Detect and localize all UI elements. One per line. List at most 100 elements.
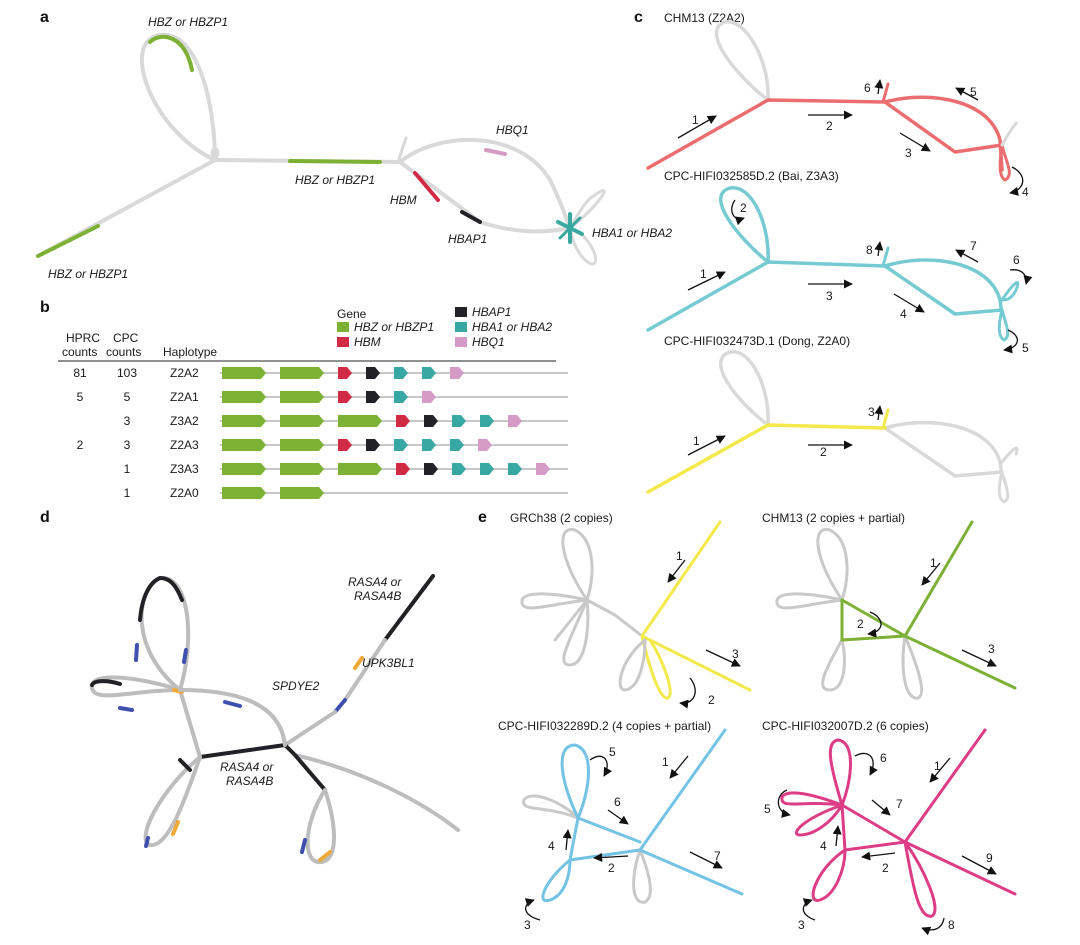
e3-step-1: 1 bbox=[662, 755, 669, 769]
c2-arrow-8 bbox=[874, 241, 884, 257]
e2-arrow-2 bbox=[867, 611, 882, 638]
e4-arrow-7 bbox=[871, 799, 891, 816]
b-hprc-count: 5 bbox=[77, 390, 84, 404]
e3-arrow-7 bbox=[689, 851, 723, 869]
e3-step-2: 2 bbox=[608, 861, 615, 875]
b-gene-hbap1 bbox=[366, 439, 380, 451]
c-graph-2 bbox=[646, 186, 1020, 342]
c2-arrow-2 bbox=[731, 199, 745, 226]
e3-step-4: 4 bbox=[548, 839, 555, 853]
b-haplotype: Z2A0 bbox=[170, 486, 199, 500]
e3-arrow-3 bbox=[524, 898, 541, 921]
c3-step-2: 2 bbox=[820, 445, 827, 459]
e-title-2: CHM13 (2 copies + partial) bbox=[762, 511, 905, 525]
b-legend-swatch-hba bbox=[455, 322, 467, 332]
b-gene-hbz bbox=[338, 415, 382, 427]
e1-arrow-2 bbox=[679, 677, 696, 709]
b-cpc-count: 1 bbox=[124, 486, 131, 500]
e4-arrow-8 bbox=[921, 917, 945, 936]
b-gene-hbz bbox=[222, 391, 266, 403]
e4-step-2: 2 bbox=[882, 861, 889, 875]
d-label-rasa-mid-2: RASA4B bbox=[226, 774, 273, 788]
e4-step-3: 3 bbox=[798, 918, 805, 932]
e-title-4: CPC-HIFI032007D.2 (6 copies) bbox=[762, 719, 929, 733]
e1-step-1: 1 bbox=[676, 549, 683, 563]
b-gene-hba bbox=[450, 439, 464, 451]
panel-a-graph bbox=[36, 32, 606, 266]
b-gene-hbz bbox=[280, 367, 324, 379]
b-gene-hbap1 bbox=[366, 367, 380, 379]
c2-step-8: 8 bbox=[866, 243, 873, 257]
b-gene-hbz bbox=[222, 439, 266, 451]
e1-step-3: 3 bbox=[732, 647, 739, 661]
a-lower-path bbox=[398, 160, 572, 234]
b-gene-hbm bbox=[338, 391, 352, 403]
e2-step-1: 1 bbox=[930, 556, 937, 570]
e2-arrow-3 bbox=[961, 649, 997, 667]
b-haplotype: Z3A3 bbox=[170, 462, 199, 476]
b-legend-hbq1: HBQ1 bbox=[472, 335, 505, 349]
b-cpc-count: 103 bbox=[117, 366, 137, 380]
c1-arrow-6 bbox=[874, 79, 884, 95]
e-title-1: GRCh38 (2 copies) bbox=[510, 511, 613, 525]
e2-arrow-1 bbox=[921, 562, 941, 586]
b-hprc-count: 2 bbox=[77, 438, 84, 452]
e-graph-4 bbox=[780, 728, 1017, 918]
c2-step-2: 2 bbox=[740, 201, 747, 215]
a-hbq1 bbox=[484, 148, 507, 156]
c-graph-1 bbox=[646, 20, 1018, 182]
e3-arrow-5 bbox=[589, 755, 613, 777]
e3-step-5: 5 bbox=[609, 745, 616, 759]
c2-arrow-7 bbox=[955, 249, 979, 263]
b-gene-hbz bbox=[280, 391, 324, 403]
c1-arrow-4 bbox=[1009, 166, 1024, 196]
b-gene-hbap1 bbox=[366, 391, 380, 403]
e3-step-6: 6 bbox=[614, 795, 621, 809]
b-gene-hbz bbox=[222, 487, 266, 499]
c2-arrow-1 bbox=[687, 271, 726, 291]
b-cpc-count: 3 bbox=[124, 414, 131, 428]
b-gene-hba bbox=[452, 463, 466, 475]
c2-step-6: 6 bbox=[1013, 253, 1020, 267]
b-haplotype: Z2A3 bbox=[170, 438, 199, 452]
a-top-loop bbox=[140, 32, 217, 162]
e4-arrow-6 bbox=[854, 752, 878, 776]
panel-d-label: d bbox=[40, 509, 50, 526]
e4-step-9: 9 bbox=[986, 851, 993, 865]
e3-arrow-1 bbox=[669, 755, 689, 779]
b-cpc-count: 1 bbox=[124, 462, 131, 476]
b-gene-hbz bbox=[222, 463, 266, 475]
b-header-cpc-2: counts bbox=[106, 345, 141, 359]
a-label-hba: HBA1 or HBA2 bbox=[592, 226, 672, 240]
b-gene-hbm bbox=[396, 463, 410, 475]
b-hprc-count: 81 bbox=[73, 366, 87, 380]
b-header-haplotype: Haplotype bbox=[163, 345, 217, 359]
panel-e-label: e bbox=[478, 509, 487, 526]
c2-step-3: 3 bbox=[826, 289, 833, 303]
a-hbz-mid bbox=[288, 159, 382, 164]
c2-arrow-4 bbox=[893, 293, 925, 313]
b-legend-swatch-hbm bbox=[337, 337, 349, 347]
a-spur bbox=[396, 136, 408, 164]
a-upper-arc bbox=[398, 137, 572, 230]
b-legend-title: Gene bbox=[337, 307, 367, 321]
e4-arrow-1 bbox=[929, 757, 951, 783]
e4-arrow-9 bbox=[961, 855, 997, 875]
b-legend-swatch-hbq1 bbox=[455, 337, 467, 347]
e4-arrow-4 bbox=[832, 825, 842, 847]
c1-step-5: 5 bbox=[970, 85, 977, 99]
c-title-3: CPC-HIFI032473D.1 (Dong, Z2A0) bbox=[664, 334, 850, 348]
b-gene-hbq1 bbox=[422, 391, 436, 403]
d-label-spdye: SPDYE2 bbox=[272, 679, 320, 693]
b-gene-hbq1 bbox=[478, 439, 492, 451]
e2-step-3: 3 bbox=[988, 642, 995, 656]
e1-step-2: 2 bbox=[708, 693, 715, 707]
c1-arrow-5 bbox=[955, 87, 979, 101]
e4-step-1: 1 bbox=[934, 759, 941, 773]
b-gene-hba bbox=[422, 439, 436, 451]
e4-step-6: 6 bbox=[880, 751, 887, 765]
c1-step-1: 1 bbox=[692, 113, 699, 127]
b-gene-hba bbox=[394, 391, 408, 403]
b-cpc-count: 3 bbox=[124, 438, 131, 452]
